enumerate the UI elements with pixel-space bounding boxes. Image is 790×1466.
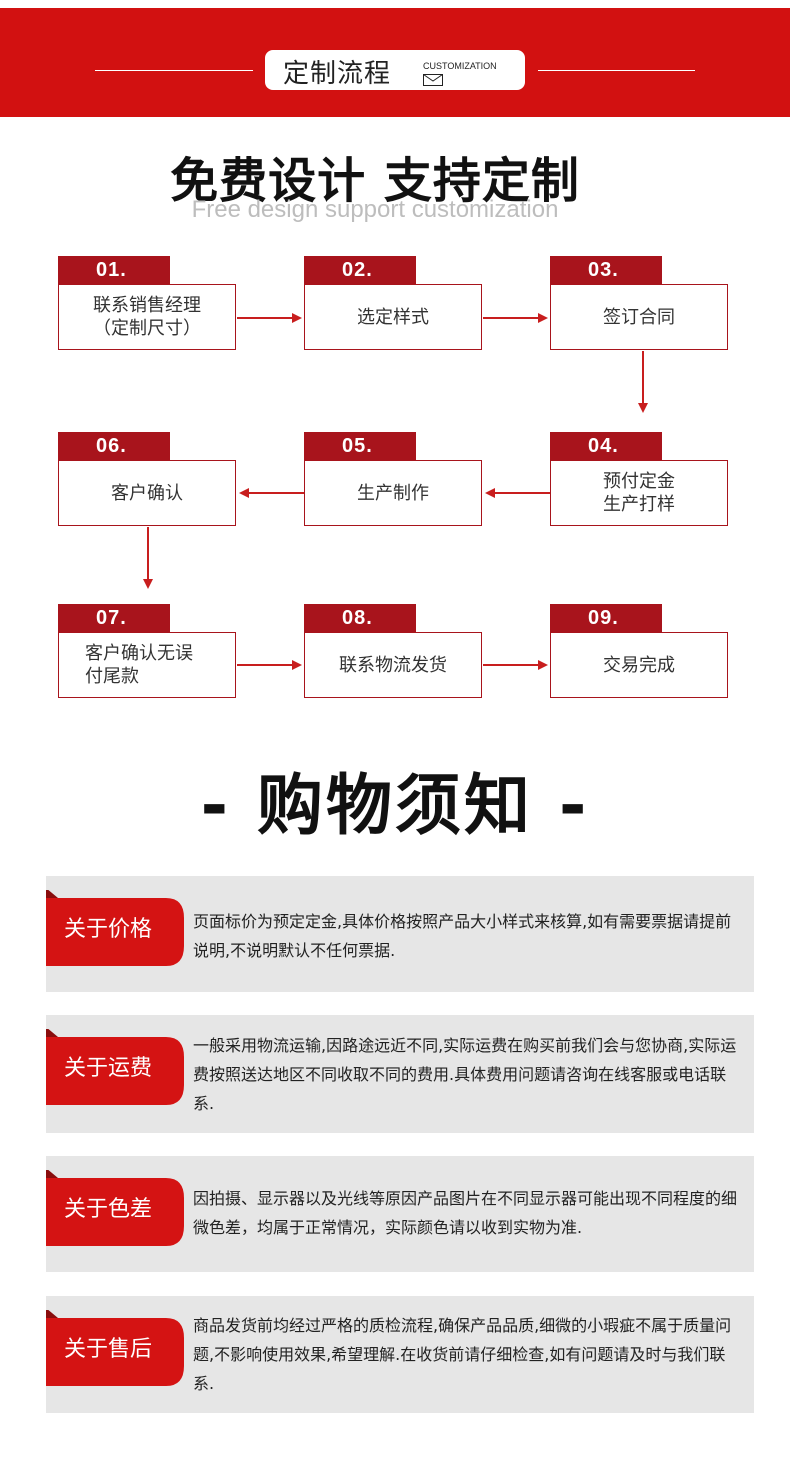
headline-subtitle: Free design support customization <box>191 196 559 223</box>
card-text: 页面标价为预定定金,具体价格按照产品大小样式来核算,如有需要票据请提前说明,不说… <box>193 912 732 960</box>
step-box: 生产制作 <box>304 460 482 526</box>
step-label: 签订合同 <box>603 306 675 328</box>
envelope-icon <box>423 74 443 86</box>
card-label-text: 关于售后 <box>64 1337 153 1362</box>
notice-title: - 购物须知 - <box>200 767 590 844</box>
card-text: 因拍摄、显示器以及光线等原因产品图片在不同显示器可能出现不同程度的细微色差，均属… <box>193 1189 738 1237</box>
banner-divider-right <box>538 70 695 71</box>
notice-card: 关于售后 商品发货前均经过严格的质检流程,确保产品品质,细微的小瑕疵不属于质量问… <box>46 1296 754 1413</box>
step-box: 联系物流发货 <box>304 632 482 698</box>
flow-arrows <box>143 313 648 670</box>
step-label: 客户确认 <box>111 482 183 504</box>
label-ribbon <box>46 1029 184 1105</box>
banner-divider-left <box>95 70 253 71</box>
step-number: 04. <box>550 432 662 460</box>
step-label: 联系物流发货 <box>339 654 447 676</box>
card-text: 一般采用物流运输,因路途远近不同,实际运费在购买前我们会与您协商,实际运费按照送… <box>193 1036 737 1113</box>
label-ribbon <box>46 890 184 966</box>
step-number: 08. <box>304 604 416 632</box>
header-banner: 定制流程 CUSTOMIZATION <box>0 8 790 117</box>
step-box: 预付定金 生产打样 <box>550 460 728 526</box>
step-box: 客户确认 <box>58 460 236 526</box>
section-title-pill: 定制流程 CUSTOMIZATION <box>265 50 525 90</box>
label-ribbon <box>46 1170 184 1246</box>
step-number: 05. <box>304 432 416 460</box>
card-label-text: 关于价格 <box>64 917 153 942</box>
card-text: 商品发货前均经过严格的质检流程,确保产品品质,细微的小瑕疵不属于质量问题,不影响… <box>193 1316 732 1393</box>
step-number: 03. <box>550 256 662 284</box>
section-title: 定制流程 <box>283 59 392 89</box>
step-box: 选定样式 <box>304 284 482 350</box>
step-label: 选定样式 <box>357 306 429 328</box>
card-label-text: 关于色差 <box>64 1197 153 1222</box>
label-ribbon <box>46 1310 184 1386</box>
section-title-en: CUSTOMIZATION <box>423 61 497 71</box>
step-box: 签订合同 <box>550 284 728 350</box>
card-label-text: 关于运费 <box>64 1056 153 1081</box>
notice-card: 关于运费 一般采用物流运输,因路途远近不同,实际运费在购买前我们会与您协商,实际… <box>46 1015 754 1133</box>
step-number: 09. <box>550 604 662 632</box>
card-label: 关于色差 <box>36 1170 186 1250</box>
card-label: 关于运费 <box>36 1029 186 1109</box>
step-number: 07. <box>58 604 170 632</box>
step-label: 客户确认无误 付尾款 <box>85 643 193 687</box>
card-label: 关于价格 <box>36 890 186 970</box>
step-number: 02. <box>304 256 416 284</box>
headline: 免费设计 支持定制 <box>170 153 580 209</box>
notice-card: 关于色差 因拍摄、显示器以及光线等原因产品图片在不同显示器可能出现不同程度的细微… <box>46 1156 754 1272</box>
step-box: 客户确认无误 付尾款 <box>58 632 236 698</box>
step-label: 预付定金 生产打样 <box>603 471 675 515</box>
step-number: 06. <box>58 432 170 460</box>
notice-card: 关于价格 页面标价为预定定金,具体价格按照产品大小样式来核算,如有需要票据请提前… <box>46 876 754 992</box>
step-number: 01. <box>58 256 170 284</box>
card-label: 关于售后 <box>36 1310 186 1390</box>
step-box: 交易完成 <box>550 632 728 698</box>
step-box: 联系销售经理 （定制尺寸） <box>58 284 236 350</box>
step-label: 联系销售经理 （定制尺寸） <box>93 295 201 339</box>
step-label: 生产制作 <box>357 482 429 504</box>
step-label: 交易完成 <box>603 654 675 676</box>
